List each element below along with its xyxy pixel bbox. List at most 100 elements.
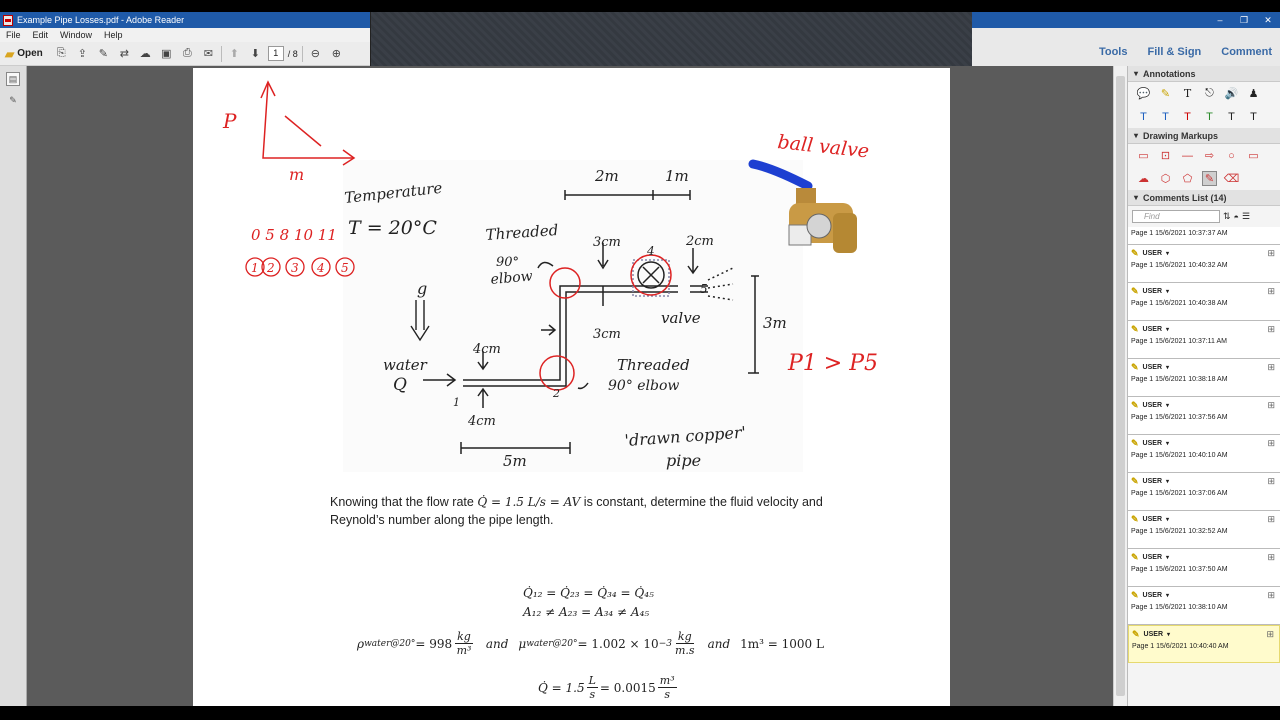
ball-valve-label: ball valve — [776, 131, 870, 162]
menu-help[interactable]: Help — [104, 30, 123, 40]
expand-icon[interactable]: ⊞ — [1267, 552, 1275, 562]
expand-icon[interactable]: ⊞ — [1267, 438, 1275, 448]
add-text-icon[interactable]: T — [1183, 87, 1192, 100]
minimize-button[interactable]: ‒ — [1217, 15, 1223, 25]
drawing-markups-header[interactable]: Drawing Markups — [1128, 128, 1280, 144]
callout-icon[interactable]: ⊡ — [1160, 150, 1171, 162]
chevron-down-icon[interactable]: ▾ — [1167, 632, 1171, 638]
sort-icon[interactable]: ⇅ — [1223, 211, 1231, 221]
chevron-down-icon[interactable]: ▾ — [1166, 555, 1170, 561]
expand-icon[interactable]: ⊞ — [1267, 362, 1275, 372]
line-icon[interactable]: — — [1182, 149, 1193, 162]
oval-icon[interactable]: ○ — [1228, 149, 1235, 162]
next-page-icon[interactable]: ⬇ — [250, 48, 260, 60]
comment-link[interactable]: Comment — [1221, 46, 1272, 58]
prev-page-icon[interactable]: ⬆ — [229, 48, 239, 60]
cloud-icon[interactable]: ☁ — [139, 48, 151, 60]
cloud-shape-icon[interactable]: ☁ — [1138, 173, 1149, 185]
chevron-down-icon[interactable]: ▾ — [1166, 289, 1170, 295]
expand-icon[interactable]: ⊞ — [1267, 514, 1275, 524]
create-pdf-icon[interactable]: ⎘ — [56, 47, 66, 59]
replace-text-icon[interactable]: T — [1162, 110, 1169, 123]
maximize-button[interactable]: ❐ — [1239, 14, 1249, 25]
chevron-down-icon[interactable]: ▾ — [1166, 327, 1170, 333]
comment-item[interactable]: ✎USER▾Page 1 15/6/2021 10:38:18 AM⊞ — [1128, 359, 1280, 397]
tools-link[interactable]: Tools — [1098, 46, 1128, 58]
comment-item[interactable]: ✎USER▾Page 1 15/6/2021 10:32:52 AM⊞ — [1128, 511, 1280, 549]
options-icon[interactable]: ☰ — [1241, 211, 1251, 221]
comment-item[interactable]: ✎USER▾Page 1 15/6/2021 10:37:11 AM⊞ — [1128, 321, 1280, 359]
text-box-icon[interactable]: T — [1250, 110, 1257, 123]
find-input[interactable]: Find — [1132, 210, 1220, 223]
vertical-scrollbar[interactable] — [1113, 66, 1127, 710]
diagram-area — [343, 160, 803, 472]
save-icon[interactable]: ▣ — [161, 48, 172, 60]
pages-icon[interactable]: ▤ — [6, 72, 20, 86]
chevron-down-icon[interactable]: ▾ — [1166, 403, 1170, 409]
attachments-icon[interactable]: ✎ — [9, 95, 17, 105]
chevron-down-icon[interactable]: ▾ — [1166, 251, 1170, 257]
expand-icon[interactable]: ⊞ — [1267, 476, 1275, 486]
export-pdf-icon[interactable]: ⇪ — [77, 48, 87, 60]
chevron-down-icon[interactable]: ▾ — [1166, 441, 1170, 447]
email-icon[interactable]: ✉ — [203, 48, 213, 60]
chevron-down-icon[interactable]: ▾ — [1166, 479, 1170, 485]
comment-item[interactable]: ✎USER▾Page 1 15/6/2021 10:40:40 AM⊞ — [1128, 625, 1280, 663]
comment-user: ✎USER▾ — [1131, 476, 1277, 487]
polyline-icon[interactable]: ⬠ — [1182, 173, 1193, 185]
share-icon[interactable]: ⇄ — [119, 48, 129, 60]
expand-icon[interactable]: ⊞ — [1266, 629, 1274, 639]
stamp-icon[interactable]: ♟ — [1248, 88, 1259, 100]
expand-icon[interactable]: ⊞ — [1267, 286, 1275, 296]
chevron-down-icon[interactable]: ▾ — [1166, 593, 1170, 599]
flow-rate-rhs: = 0.0015 — [599, 680, 656, 695]
comments-list-header[interactable]: Comments List (14) — [1128, 190, 1280, 206]
rectangle-icon[interactable]: ▭ — [1248, 150, 1259, 162]
attach-file-icon[interactable]: ⎋ — [1205, 87, 1214, 99]
insert-text-icon[interactable]: T — [1140, 110, 1147, 123]
comment-item[interactable]: ✎USER▾Page 1 15/6/2021 10:37:50 AM⊞ — [1128, 549, 1280, 587]
zoom-out-icon[interactable]: ⊖ — [310, 48, 320, 60]
pencil-icon: ✎ — [1132, 629, 1140, 639]
expand-icon[interactable]: ⊞ — [1267, 400, 1275, 410]
fill-sign-link[interactable]: Fill & Sign — [1147, 46, 1202, 58]
comment-item[interactable]: ✎USER▾Page 1 15/6/2021 10:40:32 AM⊞ — [1128, 245, 1280, 283]
close-button[interactable]: ✕ — [1264, 14, 1272, 25]
underline-icon[interactable]: T — [1206, 110, 1213, 123]
sticky-note-icon[interactable]: 💬 — [1136, 88, 1151, 100]
open-button[interactable]: ▰Open — [5, 47, 43, 61]
menu-file[interactable]: File — [6, 30, 21, 40]
pencil-icon[interactable]: ✎ — [1202, 171, 1217, 186]
polygon-icon[interactable]: ⬡ — [1160, 173, 1171, 185]
zoom-in-icon[interactable]: ⊕ — [331, 48, 341, 60]
menu-edit[interactable]: Edit — [32, 30, 49, 40]
comment-item[interactable]: ✎USER▾Page 1 15/6/2021 10:37:56 AM⊞ — [1128, 397, 1280, 435]
comment-username: USER — [1142, 288, 1162, 295]
menu-window[interactable]: Window — [60, 30, 93, 40]
strikethrough-icon[interactable]: T — [1184, 110, 1191, 123]
chevron-down-icon[interactable]: ▾ — [1166, 365, 1170, 371]
print-icon[interactable]: ⎙ — [182, 47, 192, 59]
record-audio-icon[interactable]: 🔊 — [1224, 88, 1239, 100]
edit-icon[interactable]: ✎ — [98, 48, 108, 60]
highlight-icon[interactable]: ✎ — [1160, 88, 1171, 100]
scrollbar-thumb[interactable] — [1116, 76, 1125, 696]
comment-item[interactable]: Page 1 15/6/2021 10:37:37 AM — [1128, 227, 1280, 245]
arrow-icon[interactable]: ⇨ — [1204, 150, 1215, 162]
circled-numbers: 1 2 3 4 5 — [245, 257, 355, 277]
comment-item[interactable]: ✎USER▾Page 1 15/6/2021 10:40:10 AM⊞ — [1128, 435, 1280, 473]
chevron-down-icon[interactable]: ▾ — [1166, 517, 1170, 523]
eraser-icon[interactable]: ⌫ — [1223, 173, 1240, 185]
filter-icon[interactable]: ◓ — [1233, 211, 1239, 222]
comment-item[interactable]: ✎USER▾Page 1 15/6/2021 10:38:10 AM⊞ — [1128, 587, 1280, 625]
comment-item[interactable]: ✎USER▾Page 1 15/6/2021 10:40:38 AM⊞ — [1128, 283, 1280, 321]
page-number-input[interactable]: 1 — [267, 46, 284, 61]
comment-item[interactable]: ✎USER▾Page 1 15/6/2021 10:37:06 AM⊞ — [1128, 473, 1280, 511]
expand-icon[interactable]: ⊞ — [1267, 248, 1275, 258]
expand-icon[interactable]: ⊞ — [1267, 324, 1275, 334]
textbox-icon[interactable]: ▭ — [1138, 150, 1149, 162]
text-edit-icon[interactable]: T — [1228, 110, 1235, 123]
handwritten-annotations: P m Temperature T = 20°C 0 5 8 10 11 1 2… — [222, 80, 878, 472]
expand-icon[interactable]: ⊞ — [1267, 590, 1275, 600]
annotations-header[interactable]: Annotations — [1128, 66, 1280, 82]
